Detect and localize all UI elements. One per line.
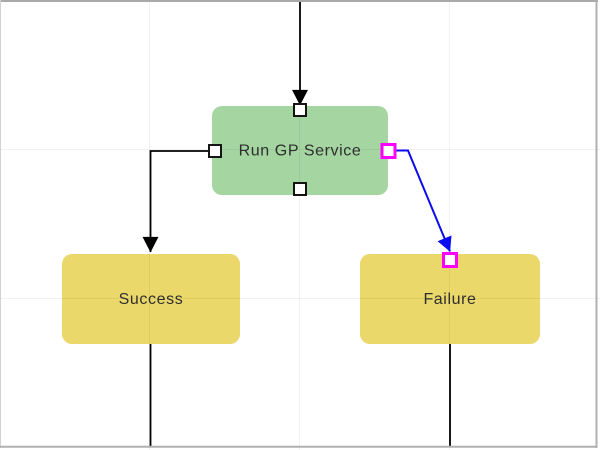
node-failure[interactable] (360, 254, 540, 344)
connection-handle-right-selected[interactable] (380, 143, 397, 159)
node-success[interactable] (62, 254, 240, 344)
handles-layer (208, 103, 458, 268)
edge-run-gp-to-success[interactable] (142, 150, 210, 253)
connection-handle-top[interactable] (293, 103, 307, 117)
nodes-layer (62, 106, 540, 344)
node-run-gp-service[interactable] (212, 106, 388, 195)
connection-handle-left[interactable] (208, 144, 222, 158)
connection-handle-failure-top-selected[interactable] (442, 252, 458, 268)
edge-run-gp-to-failure-selected[interactable] (396, 149, 452, 252)
connection-handle-bottom[interactable] (293, 182, 307, 196)
edges-layer (142, 1, 452, 447)
